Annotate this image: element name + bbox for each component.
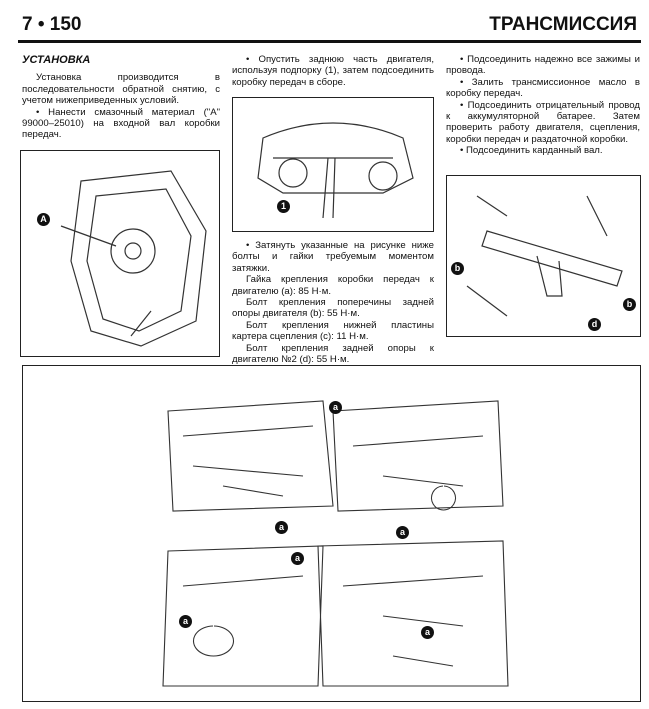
callout-a: a bbox=[421, 626, 434, 639]
torque-spec: Гайка крепления коробки передач к двигат… bbox=[232, 274, 434, 297]
engine-support-drawing bbox=[257, 122, 414, 219]
engine-support-figure: 1 bbox=[232, 97, 434, 232]
header-divider bbox=[18, 40, 641, 43]
crossmember-figure: b b d bbox=[446, 175, 641, 337]
paragraph: • Подсоединить надежно все зажимы и пров… bbox=[446, 54, 640, 77]
paragraph: • Залить трансмиссионное масло в коробку… bbox=[446, 76, 640, 100]
callout-d: d bbox=[588, 318, 601, 331]
bolt-locations-figure: a a a a a a bbox=[22, 365, 641, 702]
paragraph: • Подсоединить карданный вал. bbox=[460, 145, 603, 157]
page-number: 7 • 150 bbox=[22, 14, 82, 35]
column-2-top-text: • Опустить заднюю часть двигателя, испол… bbox=[232, 54, 434, 88]
section-heading: УСТАНОВКА bbox=[22, 54, 91, 66]
callout-a: a bbox=[291, 552, 304, 565]
bolt-locations-drawing bbox=[162, 400, 509, 687]
column-2-bottom-text: • Затянуть указанные на рисунке ниже бол… bbox=[232, 240, 434, 365]
paragraph: • Затянуть указанные на рисунке ниже бол… bbox=[232, 240, 434, 274]
paragraph: • Нанести смазочный материал ("А" 99000–… bbox=[22, 106, 220, 141]
callout-a: a bbox=[396, 526, 409, 539]
torque-spec: Болт крепления задней опоры к двигателю … bbox=[232, 342, 434, 366]
paragraph: • Подсоединить отрицательный провод к ак… bbox=[446, 99, 640, 145]
callout-a: a bbox=[275, 521, 288, 534]
gearbox-figure: A bbox=[20, 150, 220, 357]
callout-b: b bbox=[451, 262, 464, 275]
paragraph: • Опустить заднюю часть двигателя, испол… bbox=[232, 54, 434, 88]
column-1-text: УСТАНОВКА Установка производится в после… bbox=[22, 54, 220, 141]
callout-b: b bbox=[623, 298, 636, 311]
gearbox-drawing bbox=[60, 170, 207, 347]
callout-a: a bbox=[179, 615, 192, 628]
callout-a: A bbox=[37, 213, 50, 226]
torque-spec: Болт крепления поперечины задней опоры д… bbox=[232, 297, 434, 320]
torque-spec: Болт крепления нижней пластины картера с… bbox=[232, 319, 434, 343]
callout-1: 1 bbox=[277, 200, 290, 213]
paragraph: Установка производится в последовательно… bbox=[22, 72, 220, 107]
callout-a: a bbox=[329, 401, 342, 414]
column-3-text: • Подсоединить надежно все зажимы и пров… bbox=[446, 54, 640, 157]
section-title: ТРАНСМИССИЯ bbox=[489, 14, 637, 35]
crossmember-drawing bbox=[466, 195, 623, 317]
